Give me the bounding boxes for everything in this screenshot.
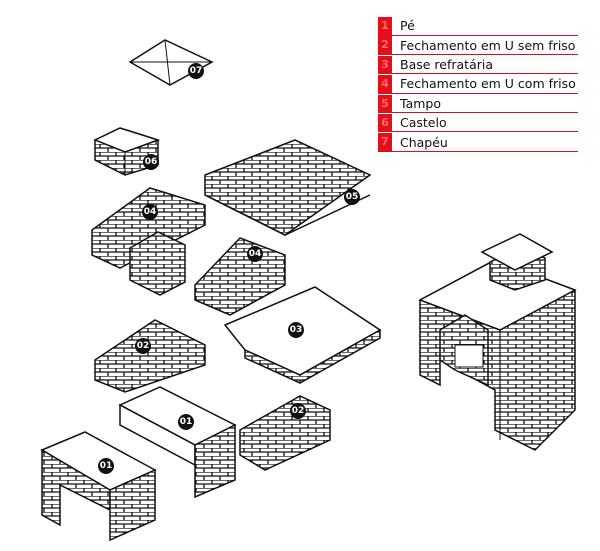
legend-item: 7 Chapéu — [378, 133, 578, 152]
tag-01b: 01 — [98, 458, 114, 474]
tampo-part — [204, 139, 372, 236]
svg-text:07: 07 — [190, 66, 203, 76]
legend-item: 1 Pé — [378, 17, 578, 36]
legend-label: Fechamento em U sem friso — [400, 37, 576, 53]
svg-text:02: 02 — [292, 406, 305, 416]
legend-item: 3 Base refratária — [378, 55, 578, 75]
legend-label: Tampo — [400, 95, 441, 111]
svg-text:04: 04 — [144, 207, 157, 217]
legend-label: Base refratária — [400, 57, 493, 73]
legend-number: 3 — [378, 55, 392, 74]
svg-text:06: 06 — [145, 157, 158, 167]
svg-text:05: 05 — [346, 192, 359, 202]
legend-number: 7 — [378, 133, 392, 151]
legend-number: 1 — [378, 17, 392, 35]
legend-number: 6 — [378, 113, 392, 132]
tag-04a: 04 — [142, 204, 158, 220]
tag-03: 03 — [288, 322, 304, 338]
legend-item: 2 Fechamento em U sem friso — [378, 36, 578, 55]
chapeu-part — [128, 39, 214, 86]
parts-legend: 1 Pé 2 Fechamento em U sem friso 3 Base ref… — [378, 17, 578, 153]
tag-01a: 01 — [178, 414, 194, 430]
svg-text:01: 01 — [100, 461, 113, 471]
legend-item: 5 Tampo — [378, 94, 578, 114]
legend-number: 4 — [378, 75, 392, 93]
legend-label: Pé — [400, 18, 415, 34]
svg-text:04: 04 — [249, 249, 262, 259]
tag-05: 05 — [344, 189, 360, 205]
fechamento-u-com-friso-part — [91, 187, 286, 316]
pe-part — [40, 386, 237, 542]
svg-text:03: 03 — [290, 325, 303, 335]
legend-item: 4 Fechamento em U com friso — [378, 75, 578, 94]
legend-number: 5 — [378, 94, 392, 113]
legend-item: 6 Castelo — [378, 113, 578, 133]
tag-02b: 02 — [290, 403, 306, 419]
assembled-oven — [418, 233, 577, 451]
legend-label: Fechamento em U com friso — [400, 76, 576, 92]
legend-number: 2 — [378, 36, 392, 54]
fechamento-u-sem-friso-part — [94, 319, 331, 471]
tag-07: 07 — [188, 63, 204, 79]
legend-label: Chapéu — [400, 134, 448, 150]
svg-text:01: 01 — [180, 417, 193, 427]
svg-text:02: 02 — [137, 341, 150, 351]
legend-label: Castelo — [400, 115, 447, 131]
tag-04b: 04 — [247, 246, 263, 262]
tag-06: 06 — [143, 154, 159, 170]
tag-02a: 02 — [135, 338, 151, 354]
